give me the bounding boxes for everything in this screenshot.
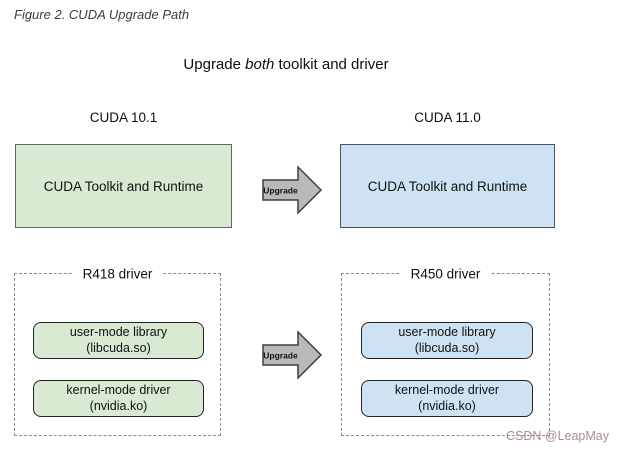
driver-pill-user-mode-library: user-mode library (libcuda.so): [361, 322, 533, 359]
pill-file: (libcuda.so): [86, 340, 151, 355]
label-cuda-11-0: CUDA 11.0: [414, 110, 481, 125]
driver-group-r450: R450 driver user-mode library (libcuda.s…: [341, 266, 550, 436]
figure-caption: Figure 2. CUDA Upgrade Path: [14, 7, 190, 22]
diagram-heading: Upgrade both toolkit and driver: [0, 56, 572, 73]
driver-group-r418: R418 driver user-mode library (libcuda.s…: [14, 266, 221, 436]
pill-name: kernel-mode driver: [394, 382, 500, 397]
driver-pill-kernel-mode-driver: kernel-mode driver (nvidia.ko): [33, 380, 204, 417]
pill-name: user-mode library: [398, 324, 496, 339]
toolkit-box-label: CUDA Toolkit and Runtime: [367, 178, 528, 194]
upgrade-arrow-label: Upgrade: [263, 351, 298, 361]
driver-pill-user-mode-library: user-mode library (libcuda.so): [33, 322, 204, 359]
label-cuda-10-1: CUDA 10.1: [89, 110, 158, 125]
watermark: CSDN @LeapMay: [506, 429, 610, 443]
heading-text-post: toolkit and driver: [274, 56, 389, 73]
heading-text-pre: Upgrade: [183, 56, 246, 73]
pill-name: user-mode library: [69, 324, 168, 339]
pill-file: (nvidia.ko): [89, 398, 148, 413]
pill-file: (libcuda.so): [414, 340, 480, 355]
heading-text-emphasis: both: [245, 56, 275, 73]
pill-file: (nvidia.ko): [418, 398, 476, 413]
driver-group-title: R418 driver: [72, 266, 163, 282]
pill-name: kernel-mode driver: [66, 382, 171, 397]
upgrade-arrow-icon: Upgrade: [262, 165, 323, 215]
driver-pill-kernel-mode-driver: kernel-mode driver (nvidia.ko): [361, 380, 533, 417]
toolkit-box-cuda-11-0: CUDA Toolkit and Runtime: [340, 144, 555, 228]
toolkit-box-label: CUDA Toolkit and Runtime: [43, 178, 204, 194]
upgrade-arrow-label: Upgrade: [263, 186, 298, 196]
toolkit-box-cuda-10-1: CUDA Toolkit and Runtime: [15, 144, 232, 228]
driver-group-title: R450 driver: [400, 266, 491, 282]
upgrade-arrow-icon: Upgrade: [262, 330, 323, 380]
